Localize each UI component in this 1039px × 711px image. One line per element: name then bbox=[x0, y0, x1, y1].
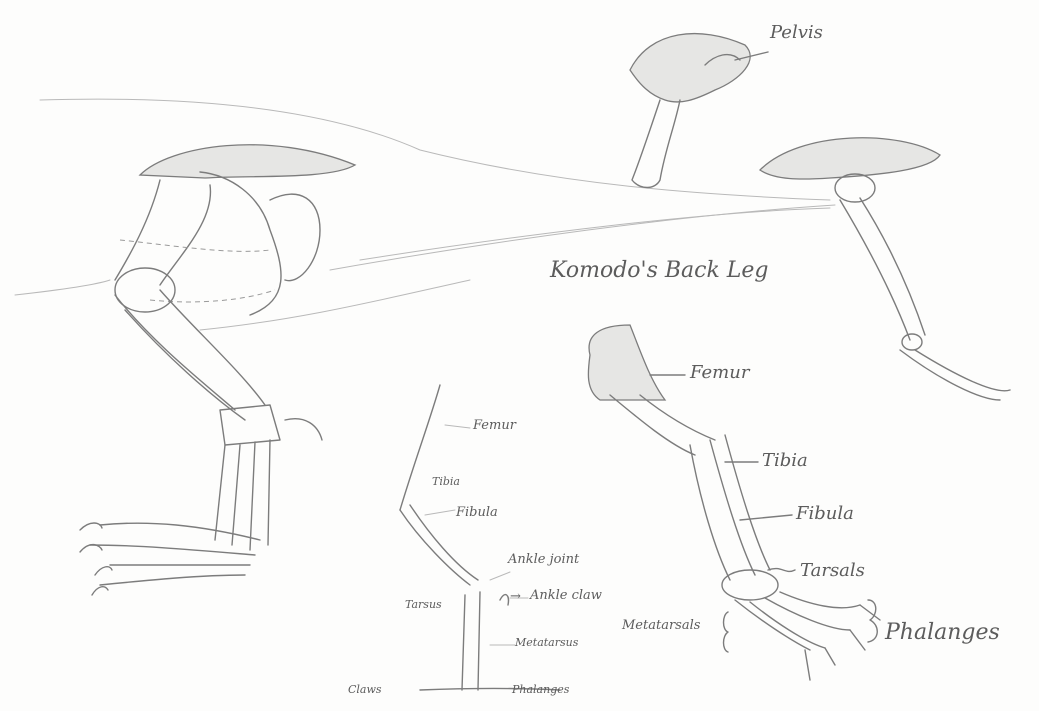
body-outline bbox=[15, 99, 835, 330]
arrow-right-icon: → bbox=[510, 589, 521, 604]
label-fibula: Fibula bbox=[796, 503, 854, 524]
diagram-label-tibia: Tibia bbox=[432, 475, 460, 488]
diagram-label-tarsus: Tarsus bbox=[405, 598, 442, 611]
label-metatarsals: Metatarsals bbox=[622, 618, 700, 633]
diagram-label-fibula: Fibula bbox=[456, 505, 498, 520]
label-tibia: Tibia bbox=[762, 450, 808, 471]
label-tarsals: Tarsals bbox=[800, 560, 865, 581]
label-femur: Femur bbox=[690, 362, 749, 383]
pelvis-sketch bbox=[630, 34, 768, 188]
diagram-label-ankle-joint: Ankle joint bbox=[508, 552, 579, 567]
diagram-label-claws: Claws bbox=[348, 683, 382, 696]
diagram-label-metatarsus: Metatarsus bbox=[515, 636, 578, 649]
label-pelvis: Pelvis bbox=[770, 22, 823, 43]
large-leg-sketch bbox=[80, 145, 355, 595]
label-phalanges: Phalanges bbox=[885, 620, 1000, 645]
diagram-label-femur: Femur bbox=[473, 418, 516, 433]
drawing-title: Komodo's Back Leg bbox=[550, 258, 769, 283]
right-leg-sketch bbox=[760, 138, 1010, 400]
diagram-label-phalanges: Phalanges bbox=[512, 683, 569, 696]
diagram-label-ankle-claw: Ankle claw bbox=[530, 588, 602, 603]
